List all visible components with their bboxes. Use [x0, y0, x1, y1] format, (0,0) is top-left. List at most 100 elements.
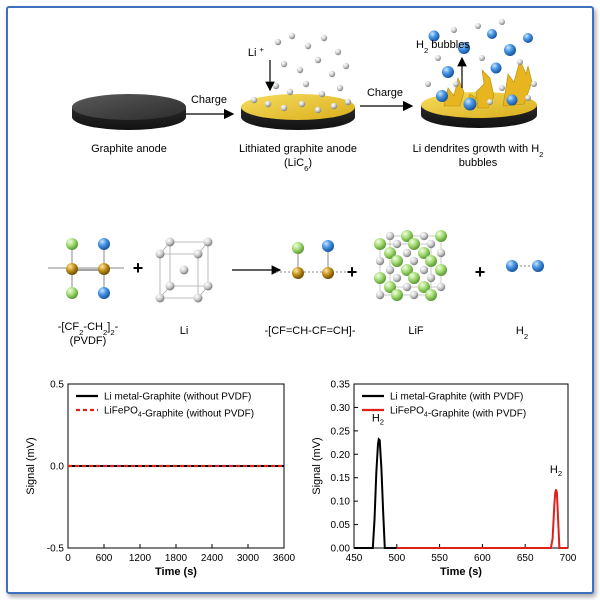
li-ion-dot	[288, 32, 296, 40]
x-tick-label: 3000	[237, 553, 260, 564]
y-tick-label: 0.35	[331, 380, 351, 391]
li-atom	[385, 231, 395, 241]
li-ion-dot	[318, 90, 326, 98]
polyene-molecule	[276, 240, 346, 279]
li-ion-dot	[499, 85, 505, 91]
figure-frame: Graphite anode Charge Li + Lithiated gra…	[6, 6, 594, 594]
series-line-2	[396, 489, 568, 549]
pvdf-molecule	[48, 238, 124, 299]
h2-bubbles-label: H2 bubbles	[416, 39, 470, 55]
graphite-anode-label: Graphite anode	[91, 143, 167, 155]
y-tick-label: 0.0	[50, 462, 64, 473]
lif-crystal	[374, 230, 447, 301]
li-ion-dot	[330, 102, 338, 110]
li-ion-dot	[342, 62, 350, 70]
li-ion-dot	[334, 48, 342, 56]
x-axis-label: Time (s)	[155, 566, 197, 578]
f-atom	[391, 289, 403, 301]
li-ion-dot	[499, 19, 505, 25]
li-ion-dot	[302, 80, 310, 88]
dendrite-label-line2: bubbles	[459, 157, 498, 169]
li-ion-dot	[451, 27, 457, 33]
x-tick-label: 2400	[201, 553, 224, 564]
li-label: Li	[180, 325, 189, 337]
f-atom	[374, 272, 386, 284]
li-ion-label: Li +	[248, 45, 265, 60]
li-atom	[402, 282, 412, 292]
li-ion-dot	[336, 84, 344, 92]
li-atom	[402, 248, 412, 258]
h2-bubble	[463, 97, 477, 111]
li-ion-dot	[274, 38, 282, 46]
x-tick-label: 3600	[273, 553, 296, 564]
f-atom	[408, 238, 420, 250]
h2-label: H2	[516, 325, 528, 341]
f-atom	[401, 230, 413, 242]
legend-entry: Li metal-Graphite (without PVDF)	[104, 392, 251, 403]
li-atom	[426, 273, 436, 283]
li-ion-dot	[479, 55, 485, 61]
li-ion-dot	[487, 99, 493, 105]
h2-bubbles	[425, 19, 537, 111]
li-ion-dot	[280, 60, 288, 68]
f-atom	[408, 272, 420, 284]
x-axis-label: Time (s)	[440, 566, 482, 578]
h2-bubble	[487, 29, 497, 39]
li-ion-dot	[517, 59, 523, 65]
figure-canvas: Graphite anode Charge Li + Lithiated gra…	[25, 19, 577, 579]
legend-entry: Li metal-Graphite (with PVDF)	[390, 392, 523, 403]
f-atom	[401, 264, 413, 276]
li-atom	[419, 231, 429, 241]
f-atom	[425, 289, 437, 301]
plus-sign-2: +	[347, 262, 358, 282]
li-ion-dot	[314, 56, 322, 64]
pvdf-name-label: (PVDF)	[70, 335, 107, 347]
li-atom	[436, 248, 446, 258]
x-tick-label: 0	[65, 553, 71, 564]
y-tick-label: -0.5	[47, 544, 65, 555]
li-atom	[385, 265, 395, 275]
li-ion-dot	[264, 100, 272, 108]
li-atom	[436, 282, 446, 292]
y-axis-label: Signal (mV)	[311, 437, 323, 494]
f-atom	[435, 230, 447, 242]
lithiated-label-line2: (LiC6)	[284, 157, 312, 173]
li-atom	[426, 239, 436, 249]
li-atom	[392, 239, 402, 249]
lithiated-label-line1: Lithiated graphite anode	[239, 143, 357, 155]
y-tick-label: 0.5	[50, 380, 64, 391]
li-ion-dot	[250, 96, 258, 104]
h2-bubble	[504, 44, 516, 56]
y-tick-label: 0.00	[331, 544, 351, 555]
li-ion-dot	[280, 104, 288, 112]
h2-bubble	[490, 62, 502, 74]
polyene-label: -[CF=CH-CF=CH]-	[264, 325, 355, 337]
pvdf-formula-label: -[CF2-CH2]2-	[58, 321, 119, 337]
h2-bubble	[436, 90, 448, 102]
y-tick-label: 0.30	[331, 403, 351, 414]
f-atom	[435, 264, 447, 276]
li-ion-dot	[531, 81, 537, 87]
series-line-1	[354, 437, 397, 549]
graphite-anode-disk	[72, 94, 186, 130]
li-ion-dot	[475, 23, 481, 29]
y-axis-label: Signal (mV)	[25, 437, 37, 494]
f-atom	[374, 238, 386, 250]
x-tick-label: 600	[96, 553, 113, 564]
li-ion-dot	[435, 55, 441, 61]
f-atom	[384, 247, 396, 259]
li-ion-dot	[304, 42, 312, 50]
h2-bubble	[458, 42, 470, 54]
li-ion-dot	[298, 100, 306, 108]
x-tick-label: 700	[560, 553, 577, 564]
li-ion-dot	[286, 88, 294, 96]
li-ion-dot	[320, 34, 328, 42]
h2-bubble	[442, 66, 454, 78]
li-ion-dot	[525, 95, 531, 101]
x-tick-label: 500	[388, 553, 405, 564]
h2-bubble	[523, 33, 533, 43]
peak-annotation: H2	[550, 464, 562, 478]
x-tick-label: 650	[517, 553, 534, 564]
